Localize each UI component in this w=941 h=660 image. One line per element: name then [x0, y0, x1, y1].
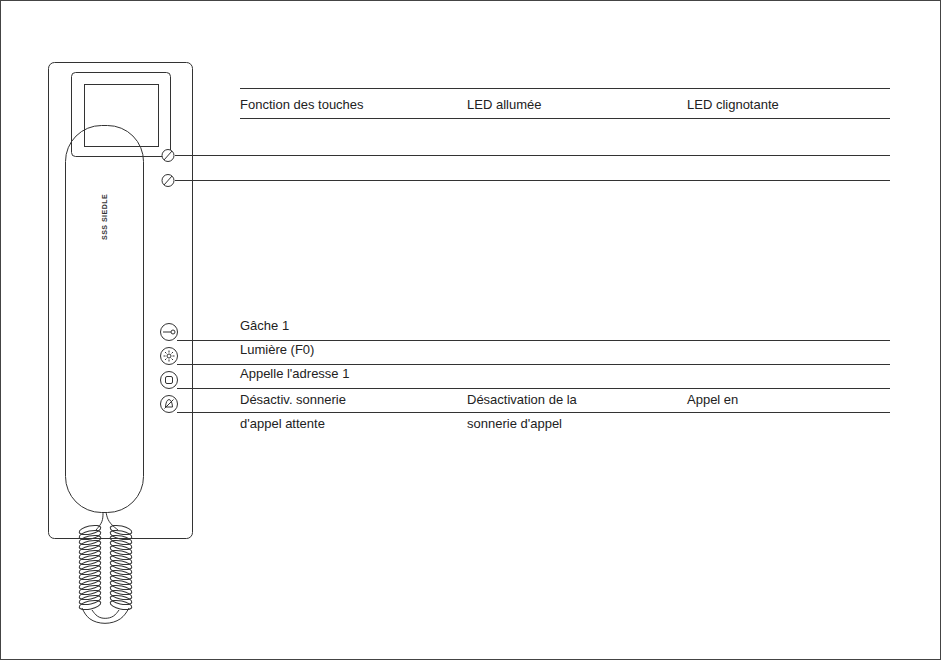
mute-icon [165, 400, 174, 409]
cord-strand [106, 512, 118, 530]
call-icon [166, 377, 173, 384]
light-rays [164, 351, 175, 362]
button-slash [164, 176, 172, 185]
key-icon [163, 330, 175, 334]
led-state: sonnerie d'appel [467, 416, 562, 432]
table-rule [240, 118, 890, 119]
leader-line [177, 412, 890, 413]
screen [85, 85, 159, 147]
key-function: Désactiv. sonnerie [240, 392, 346, 408]
leader-line [175, 155, 890, 156]
led-state: Désactivation de la [467, 392, 577, 408]
leader-line [177, 364, 890, 365]
call-button [161, 372, 178, 389]
blank-button [162, 175, 174, 187]
key-function: Appelle l'adresse 1 [240, 366, 349, 382]
button-slash [164, 151, 172, 160]
light-button [161, 348, 178, 365]
leader-line [175, 180, 890, 181]
led-state: Appel en [687, 392, 738, 408]
cord-strand [96, 512, 103, 530]
table-rule [240, 88, 890, 89]
mute-button [161, 396, 178, 413]
cord-coil [78, 599, 101, 611]
handset [66, 126, 144, 513]
column-header: Fonction des touches [240, 97, 364, 113]
leader-line [177, 388, 890, 389]
column-header: LED allumée [467, 97, 541, 113]
cord-loop [82, 608, 129, 623]
column-header: LED clignotante [687, 97, 779, 113]
leader-line [177, 340, 890, 341]
cord-loop [92, 610, 119, 618]
light-icon [167, 354, 171, 358]
key-function: d'appel attente [240, 416, 325, 432]
coiled-cord [78, 512, 132, 623]
screen-frame [72, 73, 171, 157]
key-function: Gâche 1 [240, 318, 289, 334]
device-housing [49, 63, 193, 539]
door-button [161, 324, 178, 341]
brand-name: SSS SIEDLE [101, 194, 109, 240]
key-function: Lumière (F0) [240, 342, 314, 358]
blank-button [162, 150, 174, 162]
cord-coil [109, 599, 132, 611]
